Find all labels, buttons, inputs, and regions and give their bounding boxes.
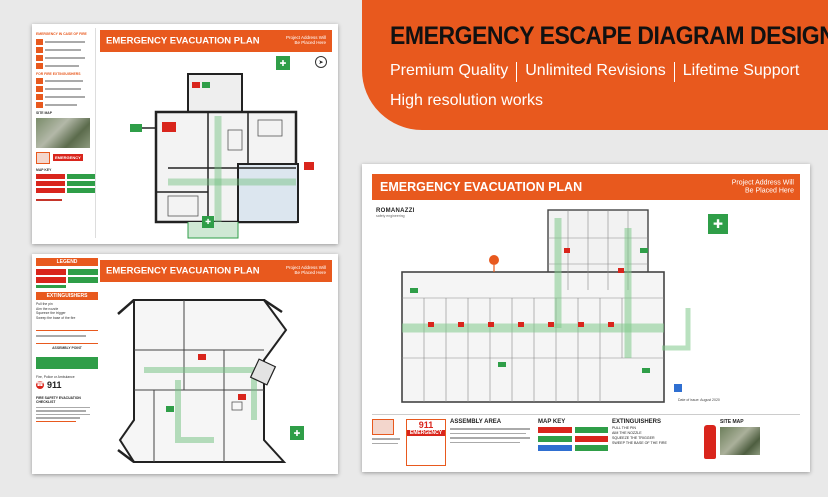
poster-1-sidebar: EMERGENCY IN CASE OF FIRE FOR FIRE EXTIN… bbox=[36, 28, 96, 238]
poster-2: LEGEND EXTINGUISHERS Pull the pin Aim th… bbox=[32, 254, 338, 474]
poster-1-title-bar: EMERGENCY EVACUATION PLAN Project Addres… bbox=[100, 30, 332, 52]
poster-3-step-3: SQUEEZE THE TRIGGER bbox=[612, 436, 655, 441]
poster-3-address-line-1: Project Address Will bbox=[731, 179, 794, 187]
poster-1-logo bbox=[36, 199, 62, 207]
poster-1-address-line-2: Be Placed Here bbox=[294, 40, 326, 45]
poster-3-extinguishers-heading: EXTINGUISHERS bbox=[612, 419, 662, 425]
poster-1-side-heading-1: EMERGENCY IN CASE OF FIRE bbox=[36, 32, 87, 36]
poster-2-step-4: Sweep the base of the fire bbox=[36, 315, 76, 320]
fire-extinguisher-icon bbox=[704, 425, 716, 459]
poster-3: EMERGENCY EVACUATION PLAN Project Addres… bbox=[362, 164, 810, 472]
poster-3-logo-sub: safety engineering bbox=[376, 214, 405, 218]
poster-1-site-map-photo bbox=[36, 117, 90, 148]
assembly-family-icon bbox=[36, 151, 50, 164]
poster-1-assembly-marker-icon: ✚ bbox=[202, 216, 214, 228]
poster-1-side-heading-2: FOR FIRE EXTINGUISHERS bbox=[36, 71, 81, 76]
poster-3-footer: 911 EMERGENCY ASSEMBLY AREA MAP KEY EXTI… bbox=[372, 414, 800, 466]
poster-2-title-bar: EMERGENCY EVACUATION PLAN Project Addres… bbox=[100, 260, 332, 282]
feature-revisions: Unlimited Revisions bbox=[525, 62, 666, 79]
poster-2-title: EMERGENCY EVACUATION PLAN bbox=[106, 265, 260, 277]
poster-1: EMERGENCY IN CASE OF FIRE FOR FIRE EXTIN… bbox=[32, 24, 338, 244]
poster-1-emergency-badge: EMERGENCY bbox=[53, 154, 83, 162]
poster-2-step-1: Pull the pin bbox=[36, 302, 53, 306]
poster-2-step-2: Aim the nozzle bbox=[36, 306, 59, 311]
poster-2-phone-number: 911 bbox=[47, 379, 62, 390]
poster-3-assembly-heading: ASSEMBLY AREA bbox=[450, 419, 502, 425]
poster-3-map-key-heading: MAP KEY bbox=[538, 419, 566, 425]
poster-1-site-map-label: SITE MAP bbox=[36, 111, 53, 116]
poster-2-step-3: Squeeze the trigger bbox=[36, 311, 66, 316]
poster-3-phone: 911 bbox=[418, 420, 434, 430]
feature-list: Premium Quality Unlimited Revisions Life… bbox=[390, 62, 799, 82]
family-icon bbox=[372, 419, 394, 435]
poster-2-green-note bbox=[36, 356, 98, 369]
poster-3-title: EMERGENCY EVACUATION PLAN bbox=[380, 180, 583, 194]
poster-1-floor-plan bbox=[130, 73, 314, 239]
poster-3-title-bar: EMERGENCY EVACUATION PLAN Project Addres… bbox=[372, 174, 800, 200]
feature-quality: Premium Quality bbox=[390, 62, 509, 79]
poster-2-assembly-marker-icon: ✚ bbox=[290, 426, 304, 440]
poster-3-step-1: PULL THE PIN bbox=[612, 426, 636, 430]
banner-title: EMERGENCY ESCAPE DIAGRAM DESIGN bbox=[390, 22, 828, 50]
poster-2-checklist-heading: FIRE SAFETY EVACUATION CHECKLIST bbox=[36, 395, 81, 405]
phone-icon: ☎ bbox=[36, 380, 44, 389]
poster-3-site-map-photo bbox=[720, 427, 760, 455]
poster-3-floor-plan bbox=[401, 209, 691, 403]
poster-2-address-line-1: Project Address Will bbox=[285, 265, 326, 271]
poster-3-emergency-badge: EMERGENCY bbox=[407, 430, 445, 436]
poster-3-issue-date: Date of issue: August 2020 bbox=[678, 398, 720, 402]
poster-3-step-2: AIM THE NOZZLE bbox=[612, 431, 642, 436]
compass-icon: ➤ bbox=[315, 56, 327, 68]
feature-support: Lifetime Support bbox=[682, 62, 800, 79]
poster-3-address-line-2: Be Placed Here bbox=[744, 187, 794, 194]
poster-3-step-4: SWEEP THE BASE OF THE FIRE bbox=[612, 441, 667, 446]
poster-3-assembly-point-icon: ✚ bbox=[708, 214, 728, 234]
poster-2-phone-label: Fire, Police or Ambulance bbox=[36, 374, 75, 379]
poster-2-address-line-2: Be Placed Here bbox=[294, 270, 326, 275]
banner: EMERGENCY ESCAPE DIAGRAM DESIGN Premium … bbox=[362, 0, 828, 130]
poster-2-floor-plan bbox=[117, 298, 288, 463]
banner-subline: High resolution works bbox=[390, 92, 543, 109]
poster-2-extinguishers-heading: EXTINGUISHERS bbox=[36, 292, 98, 300]
assembly-point-icon: ✚ bbox=[276, 56, 290, 70]
poster-1-title: EMERGENCY EVACUATION PLAN bbox=[106, 35, 260, 47]
poster-1-address-line-1: Project Address Will bbox=[285, 35, 326, 41]
poster-1-map-key-label: MAP KEY bbox=[36, 167, 52, 172]
poster-2-assembly-label: ASSEMBLY POINT bbox=[52, 346, 82, 351]
poster-2-sidebar: LEGEND EXTINGUISHERS Pull the pin Aim th… bbox=[36, 258, 98, 470]
poster-3-logo: ROMANAZZI safety engineering bbox=[376, 208, 415, 218]
poster-3-logo-text: ROMANAZZI bbox=[376, 208, 415, 214]
poster-3-site-map-heading: SITE MAP bbox=[720, 419, 744, 425]
poster-2-legend-heading: LEGEND bbox=[36, 258, 98, 266]
